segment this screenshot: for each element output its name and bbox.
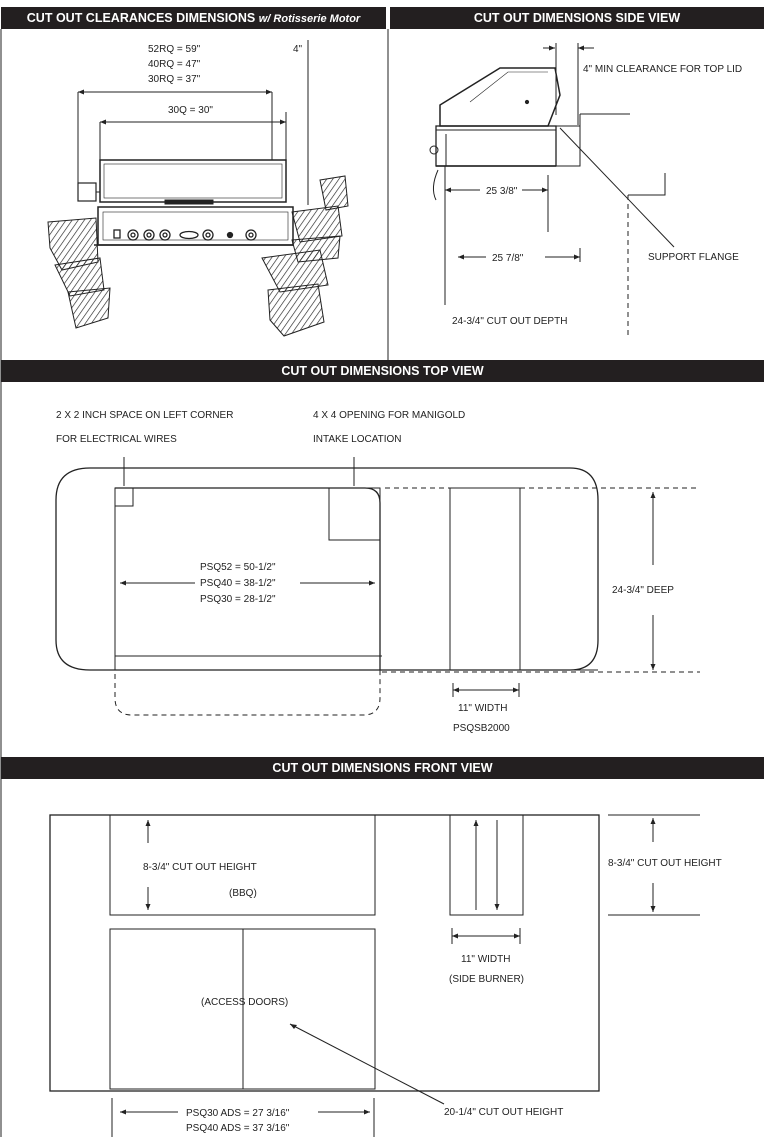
header-front-view: CUT OUT DIMENSIONS FRONT VIEW xyxy=(1,757,764,779)
label-front-width: 11" WIDTH xyxy=(461,954,510,965)
label-four-inch: 4" xyxy=(293,44,303,55)
arrowhead xyxy=(290,1024,297,1029)
label-rq30: 30RQ = 37" xyxy=(148,74,201,85)
header-side-view: CUT OUT DIMENSIONS SIDE VIEW xyxy=(390,7,764,29)
arrowhead xyxy=(494,904,500,910)
arrowhead xyxy=(650,492,656,498)
label-support-flange: SUPPORT FLANGE xyxy=(648,252,739,263)
label-top-width: 11" WIDTH xyxy=(458,703,507,714)
label-top-deep: 24-3/4" DEEP xyxy=(612,585,674,596)
header-clearances-suffix: w/ Rotisserie Motor xyxy=(258,13,361,25)
label-psq52: PSQ52 = 50-1/2" xyxy=(200,562,276,573)
front-side-burner-cutout xyxy=(449,814,524,916)
label-rq40: 40RQ = 47" xyxy=(148,59,201,70)
side-hood xyxy=(439,67,561,127)
arrowhead xyxy=(542,187,548,193)
arrowhead xyxy=(78,89,84,95)
arrowhead xyxy=(369,580,375,586)
label-side-burner: (SIDE BURNER) xyxy=(449,974,524,985)
arrowhead xyxy=(120,580,126,586)
arrowhead xyxy=(453,687,459,693)
arrowhead xyxy=(266,89,272,95)
arrowhead xyxy=(513,687,519,693)
arrowhead xyxy=(100,119,106,125)
label-rq52: 52RQ = 59" xyxy=(148,44,201,55)
arrowhead xyxy=(120,1109,126,1115)
manifold-opening xyxy=(328,487,381,541)
label-side-w2: 25 7/8" xyxy=(492,253,524,264)
label-door-height: 20-1/4" CUT OUT HEIGHT xyxy=(444,1107,563,1118)
grill-hood xyxy=(99,159,287,203)
stone-masonry xyxy=(47,175,349,337)
top-countertop xyxy=(55,467,599,671)
side-view-diagram xyxy=(429,43,675,335)
label-psq30: PSQ30 = 28-1/2" xyxy=(200,594,276,605)
side-body xyxy=(435,125,557,167)
label-psq40: PSQ40 = 38-1/2" xyxy=(200,578,276,589)
front-countertop xyxy=(49,814,600,1092)
arrowhead xyxy=(145,904,151,910)
rotisserie-motor xyxy=(77,182,97,202)
clearances-diagram xyxy=(77,40,309,246)
label-access-doors: (ACCESS DOORS) xyxy=(201,997,288,1008)
label-note-right-1: 4 X 4 OPENING FOR MANIGOLD xyxy=(313,410,465,421)
header-clearances: CUT OUT CLEARANCES DIMENSIONS w/ Rotisse… xyxy=(1,7,386,29)
label-bbq: (BBQ) xyxy=(229,888,257,899)
label-note-left-1: 2 X 2 INCH SPACE ON LEFT CORNER xyxy=(56,410,233,421)
top-view-diagram xyxy=(55,457,700,716)
grill-knobs xyxy=(113,229,257,241)
arrowhead xyxy=(650,818,656,824)
label-note-right-2: INTAKE LOCATION xyxy=(313,434,402,445)
label-min-clearance: 4" MIN CLEARANCE FOR TOP LID xyxy=(583,64,742,75)
arrowhead xyxy=(650,664,656,670)
arrowhead xyxy=(578,45,584,51)
arrowhead xyxy=(145,820,151,826)
arrowhead xyxy=(280,119,286,125)
label-psq40-ads: PSQ40 ADS = 37 3/16" xyxy=(186,1123,290,1134)
label-psq30-ads: PSQ30 ADS = 27 3/16" xyxy=(186,1108,290,1119)
arrowhead xyxy=(458,254,464,260)
label-bbq-height: 8-3/4" CUT OUT HEIGHT xyxy=(143,862,257,873)
arrowhead xyxy=(549,45,555,51)
arrowhead xyxy=(364,1109,370,1115)
arrowhead xyxy=(574,254,580,260)
electrical-corner xyxy=(114,487,134,507)
label-cut-out-depth: 24-3/4" CUT OUT DEPTH xyxy=(452,316,567,327)
arrowhead xyxy=(445,187,451,193)
grill-control-panel xyxy=(97,206,294,246)
label-side-height: 8-3/4" CUT OUT HEIGHT xyxy=(608,858,722,869)
front-view-diagram xyxy=(49,814,700,1137)
frame-lines xyxy=(0,29,389,1137)
top-side-burner xyxy=(449,487,521,671)
header-top-view: CUT OUT DIMENSIONS TOP VIEW xyxy=(1,360,764,382)
arrowhead xyxy=(452,933,458,939)
header-clearances-title: CUT OUT CLEARANCES DIMENSIONS xyxy=(26,11,256,25)
arrowhead xyxy=(514,933,520,939)
front-bbq-cutout xyxy=(109,814,376,916)
label-model: PSQSB2000 xyxy=(453,723,510,734)
arrowhead xyxy=(473,820,479,826)
label-note-left-2: FOR ELECTRICAL WIRES xyxy=(56,434,177,445)
arrowhead xyxy=(650,906,656,912)
label-side-w1: 25 3/8" xyxy=(486,186,518,197)
label-q30: 30Q = 30" xyxy=(168,105,213,116)
